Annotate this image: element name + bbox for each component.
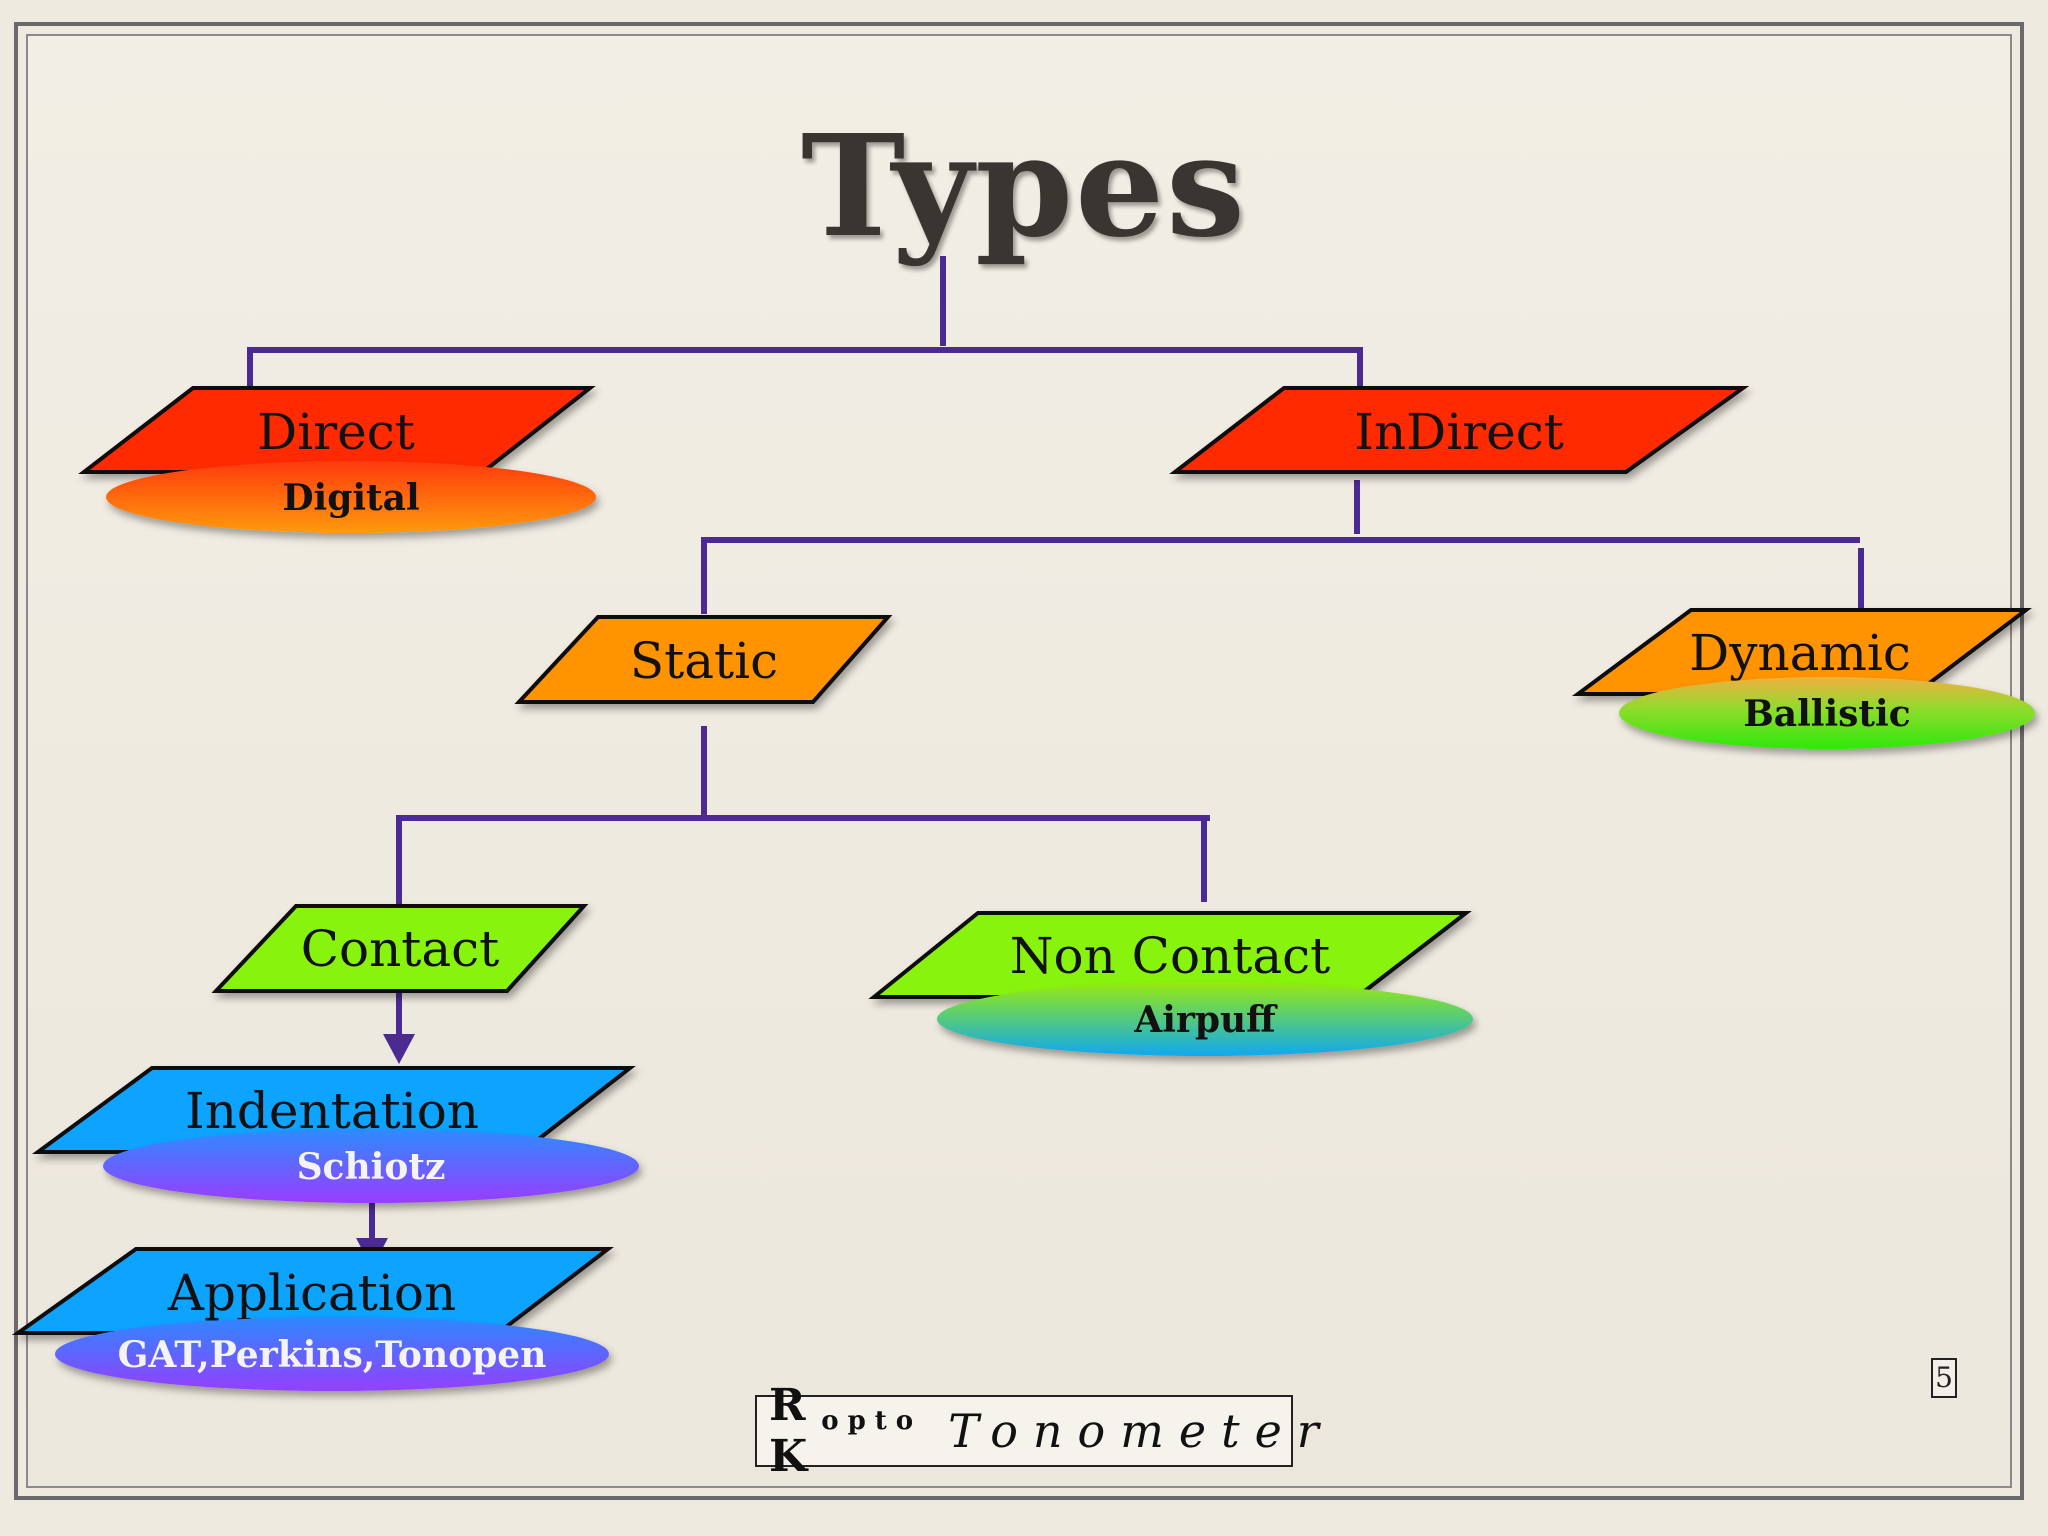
contact-label: Contact: [301, 920, 500, 978]
static-parallelogram: [514, 615, 893, 704]
static-label: Static: [630, 632, 778, 690]
application-label: Application: [167, 1264, 456, 1322]
connectors: [247, 256, 1864, 1244]
arrowhead-contact-to-indentation: [383, 1034, 415, 1064]
brand-footer: R K opto Tonometer: [755, 1380, 1319, 1482]
ballistic-oval: [1619, 677, 2035, 749]
airpuff-oval: [937, 982, 1473, 1056]
non-contact-label: Non Contact: [1010, 927, 1331, 985]
brand-subject: Tonometer: [948, 1404, 1334, 1458]
brand-name: R K: [769, 1380, 814, 1482]
ballistic-label: Ballistic: [1743, 693, 1910, 735]
slide-title: Types: [801, 105, 1247, 269]
node-static: [514, 615, 893, 704]
direct-label: Direct: [257, 403, 415, 461]
slide-frame-inner: [26, 34, 2012, 1488]
indirect-parallelogram: [1169, 386, 1750, 474]
page-number: 5: [1931, 1358, 1957, 1398]
digital-label: Digital: [282, 477, 419, 519]
dynamic-label: Dynamic: [1689, 624, 1911, 682]
schiotz-oval: [103, 1129, 639, 1203]
node-indirect: [1169, 386, 1750, 474]
airpuff-label: Airpuff: [1133, 999, 1278, 1041]
digital-oval: [106, 461, 596, 533]
node-contact: [211, 904, 589, 993]
brand-superscript: opto: [821, 1406, 923, 1436]
contact-parallelogram: [211, 904, 589, 993]
schiotz-label: Schiotz: [297, 1146, 446, 1188]
gat-perkins-tonopen-label: GAT,Perkins,Tonopen: [118, 1334, 547, 1376]
indirect-label: InDirect: [1354, 403, 1564, 461]
gat-perkins-tonopen-oval: [55, 1317, 609, 1391]
slide-frame-outer: [14, 22, 2024, 1500]
